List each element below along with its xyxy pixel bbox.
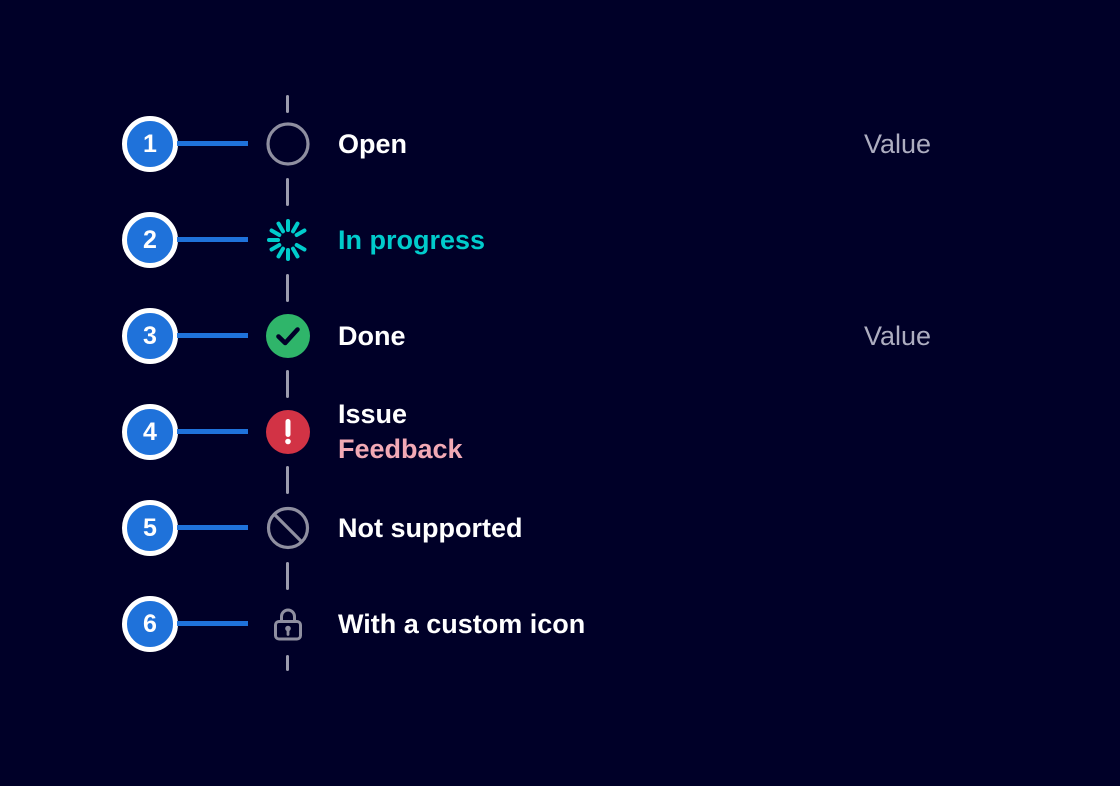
annotation-marker-6: 6 xyxy=(122,596,178,652)
marker-connector-line xyxy=(177,237,248,242)
marker-connector-line xyxy=(177,429,248,434)
timeline-row-not-supported: 5 Not supported xyxy=(0,480,1120,576)
timeline-line-segment xyxy=(286,466,289,494)
not-supported-icon xyxy=(266,506,310,550)
lock-icon xyxy=(266,602,310,646)
marker-number: 5 xyxy=(143,513,157,542)
marker-number: 1 xyxy=(143,129,157,158)
timeline-row-issue: 4 Issue Feedback xyxy=(0,384,1120,480)
timeline-line-segment xyxy=(286,178,289,206)
spinner-icon xyxy=(266,218,310,262)
marker-connector-line xyxy=(177,621,248,626)
success-check-icon xyxy=(266,314,310,358)
annotation-marker-5: 5 xyxy=(122,500,178,556)
annotation-marker-2: 2 xyxy=(122,212,178,268)
step-text: Not supported xyxy=(338,480,522,576)
step-label: Issue xyxy=(338,399,408,429)
step-label: Done xyxy=(338,320,406,351)
step-label: With a custom icon xyxy=(338,608,586,639)
timeline-line-segment xyxy=(286,655,289,671)
marker-connector-line xyxy=(177,525,248,530)
timeline-row-open: 1 Open Value xyxy=(0,96,1120,192)
timeline-line-segment xyxy=(286,95,289,113)
timeline-line-segment xyxy=(286,370,289,398)
step-text: Issue Feedback xyxy=(338,384,463,480)
timeline-row-in-progress: 2 In progress xyxy=(0,192,1120,288)
annotation-marker-1: 1 xyxy=(122,116,178,172)
timeline-row-done: 3 Done Value xyxy=(0,288,1120,384)
marker-number: 6 xyxy=(143,609,157,638)
step-value: Value xyxy=(864,128,932,159)
marker-connector-line xyxy=(177,333,248,338)
annotation-marker-4: 4 xyxy=(122,404,178,460)
step-text: Open xyxy=(338,96,407,192)
step-text: In progress xyxy=(338,192,485,288)
circle-outline-icon xyxy=(266,122,310,166)
marker-connector-line xyxy=(177,141,248,146)
annotation-marker-3: 3 xyxy=(122,308,178,364)
marker-number: 4 xyxy=(143,417,157,446)
timeline-line-segment xyxy=(286,274,289,302)
step-label: In progress xyxy=(338,224,486,255)
timeline-line-segment xyxy=(286,562,289,590)
step-value: Value xyxy=(864,320,932,351)
step-text: With a custom icon xyxy=(338,576,585,672)
timeline-row-custom-icon: 6 With a custom icon xyxy=(0,576,1120,672)
step-text: Done xyxy=(338,288,406,384)
step-label: Open xyxy=(338,128,408,159)
marker-number: 3 xyxy=(143,321,157,350)
marker-number: 2 xyxy=(143,225,157,254)
step-sublabel: Feedback xyxy=(338,434,463,464)
step-label: Not supported xyxy=(338,512,523,543)
alarm-exclamation-icon xyxy=(266,410,310,454)
